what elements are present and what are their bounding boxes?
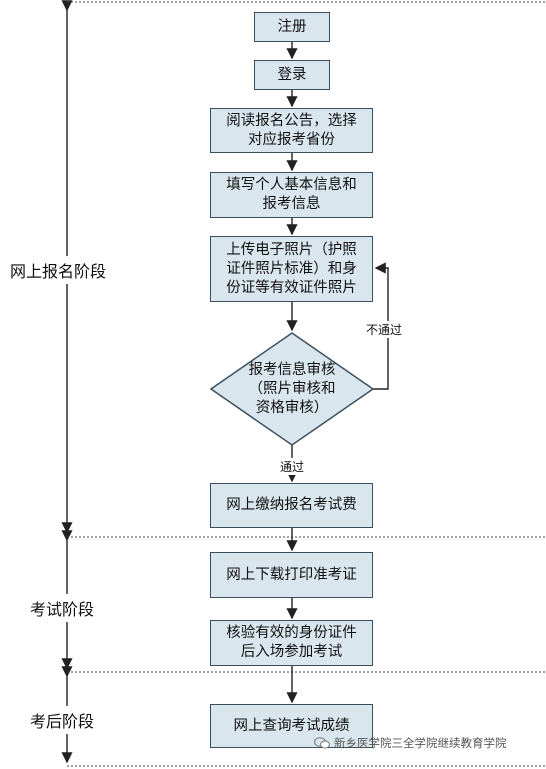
step-review: 报考信息审核 （照片审核和 资格审核） — [248, 362, 336, 416]
step-download-ticket: 网上下载打印准考证 — [210, 552, 373, 598]
stage-label-post-exam: 考后阶段 — [30, 706, 95, 734]
stage-label-online-registration: 网上报名阶段 — [10, 256, 107, 284]
stage-label-exam: 考试阶段 — [30, 594, 95, 622]
step-upload-photos: 上传电子照片（护照 证件照片标准）和身 份证等有效证件照片 — [210, 236, 373, 302]
step-fill-info: 填写个人基本信息和 报考信息 — [210, 172, 373, 218]
step-login: 登录 — [254, 60, 330, 90]
edge-label-fail: 不通过 — [366, 321, 403, 338]
step-pay-fee: 网上缴纳报名考试费 — [210, 483, 373, 528]
step-verify-id: 核验有效的身份证件 后入场参加考试 — [210, 620, 373, 666]
step-read-notice: 阅读报名公告，选择 对应报考省份 — [210, 108, 373, 153]
step-register: 注册 — [254, 12, 330, 42]
edge-label-pass: 通过 — [280, 458, 305, 475]
watermark: 新乡医学院三全学院继续教育学院 — [314, 735, 507, 751]
watermark-text: 新乡医学院三全学院继续教育学院 — [334, 736, 507, 750]
review-decision-diamond — [209, 332, 375, 446]
step-query-score: 网上查询考试成绩 — [210, 704, 373, 748]
wechat-icon — [314, 737, 330, 749]
